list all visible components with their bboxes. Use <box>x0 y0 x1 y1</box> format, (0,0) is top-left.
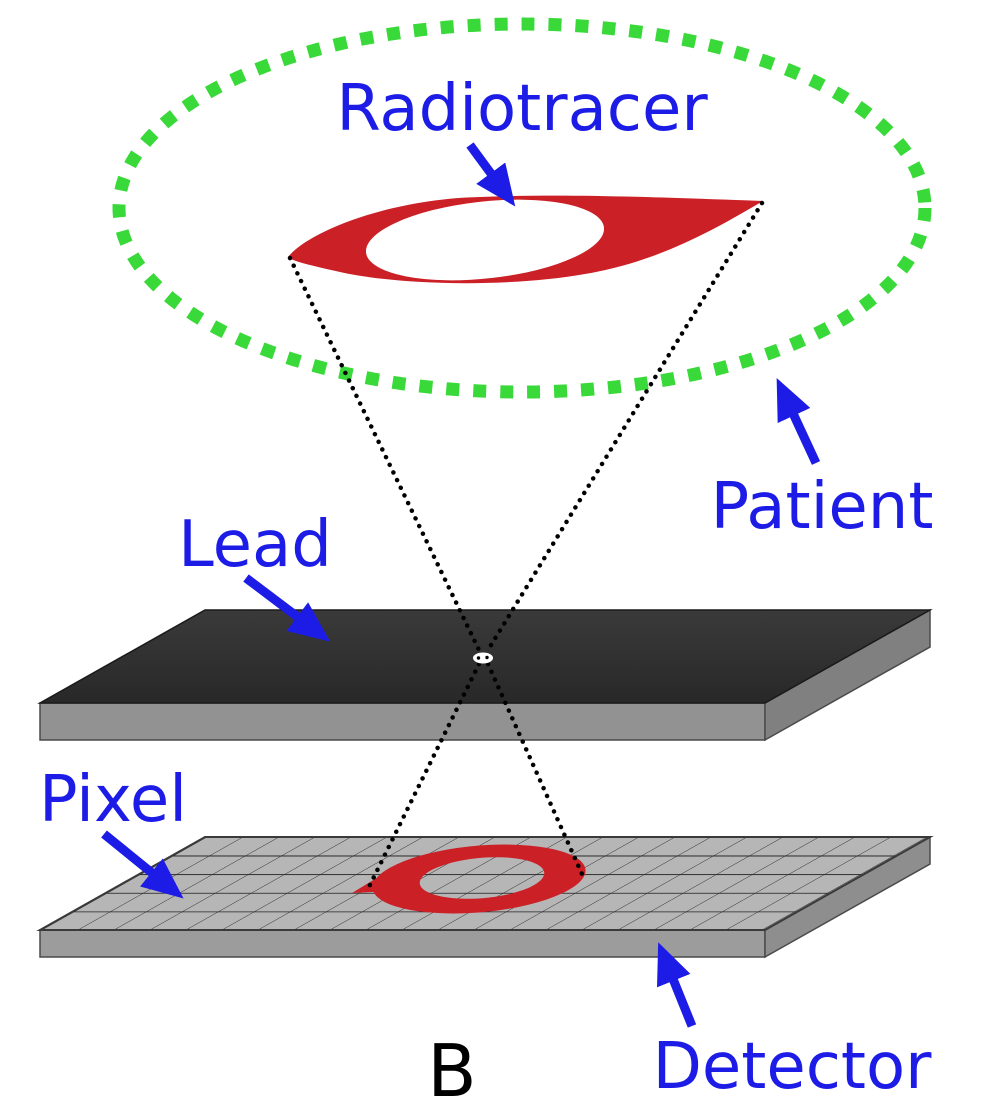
panel-letter-label: B <box>427 1029 476 1107</box>
pinhole-dot-left <box>476 656 481 660</box>
pinhole-dot-right <box>485 655 489 660</box>
lead-slab <box>37 608 933 742</box>
patient-label: Patient <box>711 470 934 544</box>
pinhole-opening <box>473 652 493 664</box>
projected-ring-image <box>372 844 586 914</box>
pinhole <box>473 652 493 664</box>
lead-label: Lead <box>178 508 332 582</box>
radiotracer-arrow <box>466 142 516 207</box>
pixel-arrow <box>101 830 184 899</box>
detector-front-face <box>39 929 766 958</box>
detector-slab <box>36 835 934 959</box>
radiotracer-ring <box>288 195 763 284</box>
detector-label: Detector <box>653 1030 933 1104</box>
patient-outline-ellipse <box>112 17 932 399</box>
radiotracer-label: Radiotracer <box>336 72 708 146</box>
pixel-label: Pixel <box>39 763 187 837</box>
lead-slab-front-face <box>39 702 766 741</box>
ray-lines <box>287 200 765 892</box>
ray-lower-left <box>365 661 482 892</box>
ray-upper-left <box>287 255 482 653</box>
ray-upper-right <box>485 200 765 653</box>
detector-arrow <box>657 942 697 1028</box>
lead-arrow <box>243 574 331 642</box>
annotation-arrows <box>101 142 821 1028</box>
patient-arrow <box>776 377 821 465</box>
